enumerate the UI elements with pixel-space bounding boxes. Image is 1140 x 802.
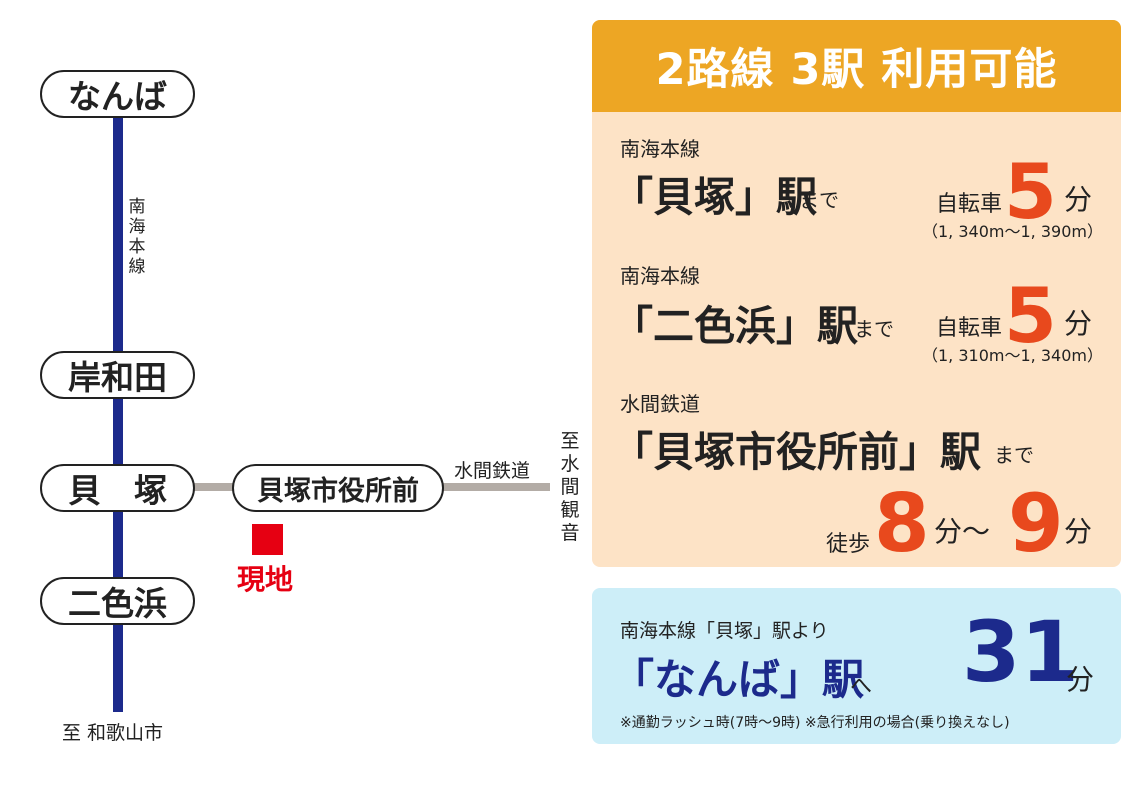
travel-mode: 自転車 (936, 316, 1003, 341)
station-label: なんば (68, 77, 167, 116)
namba-station-name: 「なんば」駅 (612, 655, 865, 704)
minutes-unit: 分 (1064, 183, 1093, 216)
travel-mode: 徒歩 (826, 532, 871, 557)
distance-text: （1, 340m〜1, 390m） (922, 222, 1103, 241)
station-name: 「貝塚」駅 (612, 173, 817, 221)
suffix-text: まで (994, 443, 1034, 467)
mizuma-line-label: 水間鉄道 (454, 460, 531, 482)
minutes-to-unit: 分 (1064, 515, 1093, 548)
station-nishikihama[interactable]: 二色浜 (40, 577, 195, 625)
station-namba[interactable]: なんば (40, 70, 195, 118)
station-label: 貝塚市役所前 (257, 475, 419, 507)
station-kaizuka-shiyakushomae[interactable]: 貝塚市役所前 (232, 464, 444, 512)
access-panel: 2路線 3駅 利用可能 南海本線 「貝塚」駅 まで 自転車 5 分 （1, 34… (592, 20, 1121, 567)
minutes-number: 5 (1004, 271, 1057, 360)
access-header: 2路線 3駅 利用可能 (592, 20, 1121, 112)
station-label: 貝 塚 (68, 471, 167, 510)
distance-text: （1, 310m〜1, 340m） (922, 346, 1103, 365)
station-name: 「貝塚市役所前」駅 (612, 428, 981, 476)
line-name: 南海本線 (620, 137, 700, 161)
minutes-unit: 分 (1066, 663, 1095, 696)
site-marker (252, 524, 283, 555)
nankai-line (113, 110, 123, 712)
nankai-line-label: 南 海 本 線 (128, 197, 146, 277)
minutes-to-number: 9 (1008, 477, 1064, 567)
station-name: 「二色浜」駅 (612, 302, 858, 350)
to-mizuma-kannon-label: 至 水 間 観 音 (560, 430, 580, 544)
station-label: 二色浜 (68, 584, 167, 623)
minutes-from-unit: 分〜 (934, 515, 991, 548)
suffix-text: へ (850, 674, 873, 699)
to-wakayama-label: 至 和歌山市 (62, 722, 164, 744)
station-label: 岸和田 (68, 358, 167, 397)
station-kishiwada[interactable]: 岸和田 (40, 351, 195, 399)
minutes-number: 5 (1004, 147, 1057, 236)
namba-access-panel: 南海本線「貝塚」駅より 「なんば」駅 へ 31 分 ※通勤ラッシュ時(7時〜9時… (592, 588, 1121, 744)
minutes-unit: 分 (1064, 307, 1093, 340)
line-name: 水間鉄道 (620, 392, 700, 416)
suffix-text: まで (799, 188, 839, 212)
from-station-text: 南海本線「貝塚」駅より (620, 620, 829, 642)
site-label: 現地 (237, 563, 294, 596)
minutes-from-number: 8 (874, 477, 930, 567)
travel-mode: 自転車 (936, 192, 1003, 217)
suffix-text: まで (854, 317, 894, 341)
station-kaizuka[interactable]: 貝 塚 (40, 464, 195, 512)
minutes-number: 31 (962, 603, 1079, 701)
line-name: 南海本線 (620, 264, 700, 288)
footnote: ※通勤ラッシュ時(7時〜9時) ※急行利用の場合(乗り換えなし) (620, 715, 1010, 731)
